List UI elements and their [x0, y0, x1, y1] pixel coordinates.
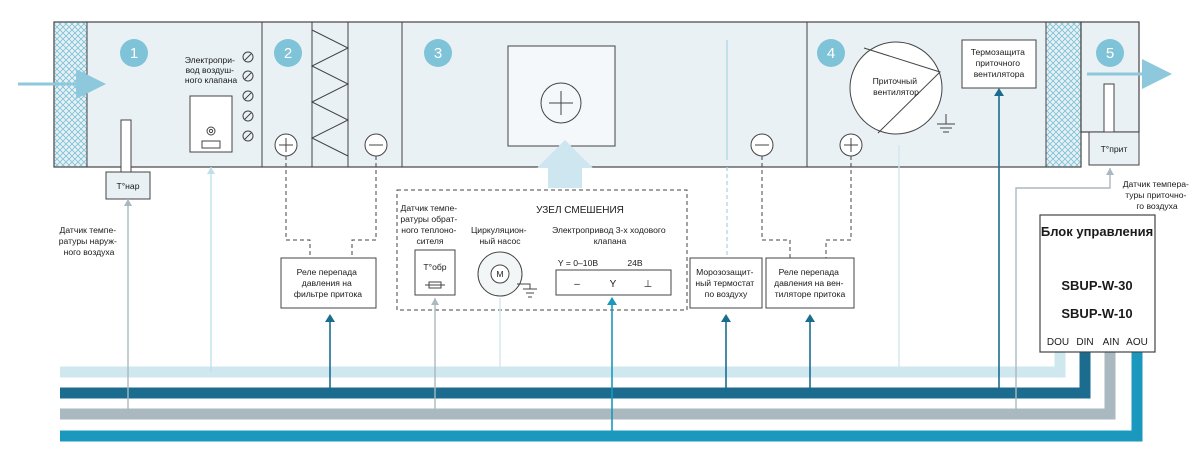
svg-text:Морозозащит- ный термост: Морозозащит- ный термостат по воздуху — [695, 267, 756, 299]
section-badge-2: 2 — [274, 39, 302, 67]
svg-text:Датчик темпе- ратуры обр: Датчик темпе- ратуры обрат- ного теплоно… — [400, 203, 459, 246]
outdoor-temp-sensor: T°нар Датчик темпе- ратуры наруж- ного в… — [59, 119, 151, 414]
svg-text:Термозащита приточного: Термозащита приточного вентилятора — [971, 47, 1028, 79]
signal-buses — [60, 352, 1143, 442]
svg-text:AOU: AOU — [1126, 337, 1148, 348]
heater-symbol — [540, 82, 582, 124]
fan-pressure-ports — [750, 133, 863, 157]
svg-text:⊥: ⊥ — [644, 279, 653, 290]
svg-text:M: M — [496, 269, 503, 279]
svg-text:Датчик темпе- ратуры нар: Датчик темпе- ратуры наруж- ного воздуха — [59, 225, 120, 257]
svg-text:Циркуляцион- ный насос: Циркуляцион- ный насос — [471, 225, 529, 246]
filter-pressure-relay: Реле перепада давления на фильтре приток… — [280, 156, 377, 393]
svg-text:4: 4 — [827, 45, 835, 62]
svg-text:Датчик темпера- туры при: Датчик темпера- туры приточно- го воздух… — [1123, 179, 1192, 211]
intake-grille — [53, 21, 88, 168]
svg-text:Y = 0–10В: Y = 0–10В — [558, 258, 598, 268]
svg-text:Электропривод 3-х ходового: Электропривод 3-х ходового клапана — [552, 225, 668, 246]
bus-dou — [60, 352, 1066, 378]
svg-text:SBUP-W-10: SBUP-W-10 — [1061, 306, 1132, 321]
section-badge-3: 3 — [424, 39, 452, 67]
svg-text:2: 2 — [284, 45, 292, 62]
pump-ground-icon — [517, 283, 537, 298]
svg-text:5: 5 — [1106, 45, 1114, 62]
damper-actuator: Электропри- вод воздуш- ного клапана — [185, 51, 254, 153]
fan-thermal-protection: Термозащита приточного вентилятора — [961, 39, 1037, 393]
supply-fan-label: Приточный вентилятор — [873, 76, 920, 97]
section-badge-5: 5 — [1096, 39, 1124, 67]
filter-element — [310, 29, 350, 157]
svg-text:24В: 24В — [627, 258, 643, 268]
hot-water-arrow — [537, 140, 593, 188]
bus-din — [60, 352, 1091, 399]
svg-text:DIN: DIN — [1076, 337, 1093, 348]
svg-text:Электропри- вод воздуш-: Электропри- вод воздуш- ного клапана — [185, 55, 238, 85]
svg-text:1: 1 — [130, 45, 138, 62]
svg-text:Реле перепада давления н: Реле перепада давления на фильтре приток… — [294, 267, 362, 299]
svg-text:Реле перепада давления н: Реле перепада давления на вен- тиляторе … — [774, 267, 846, 299]
section-badge-1: 1 — [120, 39, 148, 67]
svg-text:AIN: AIN — [1103, 337, 1120, 348]
fan-pressure-relay: Реле перепада давления на вен- тиляторе … — [761, 156, 855, 393]
outlet-mesh — [1045, 21, 1082, 168]
bus-ain — [60, 352, 1116, 420]
svg-text:УЗЕЛ СМЕШЕНИЯ: УЗЕЛ СМЕШЕНИЯ — [536, 205, 624, 216]
mixing-unit: УЗЕЛ СМЕШЕНИЯ Датчик темпе- ратуры обрат… — [396, 189, 688, 436]
svg-text:3: 3 — [434, 45, 442, 62]
svg-text:–: – — [574, 279, 580, 290]
section-badge-4: 4 — [817, 39, 845, 67]
svg-text:T°нар: T°нар — [117, 181, 140, 191]
control-block: Блок управления SBUP-W-30 SBUP-W-10 DOU … — [1039, 214, 1156, 353]
svg-text:Блок управления: Блок управления — [1041, 224, 1153, 239]
svg-text:SBUP-W-30: SBUP-W-30 — [1061, 278, 1132, 293]
svg-text:T°обр: T°обр — [423, 262, 446, 272]
ground-icon — [937, 114, 955, 133]
frost-thermostat: Морозозащит- ный термостат по воздуху — [689, 167, 763, 393]
terminal-screws-icon — [242, 51, 254, 142]
svg-text:T°прит: T°прит — [1101, 144, 1128, 154]
svg-text:DOU: DOU — [1047, 337, 1069, 348]
bus-aou — [60, 352, 1143, 442]
filter-pressure-ports — [274, 133, 388, 157]
svg-text:Y: Y — [610, 279, 617, 290]
supply-temp-sensor: T°прит Датчик темпера- туры приточно- го… — [1015, 83, 1192, 414]
